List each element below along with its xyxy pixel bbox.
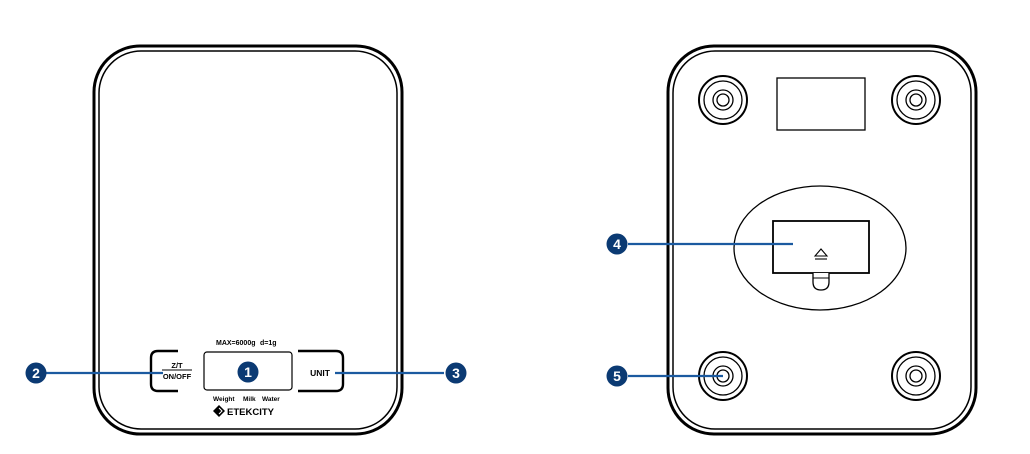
callout-4: 4 xyxy=(606,233,628,255)
foot-top-left xyxy=(698,75,748,125)
zt-onoff-button[interactable] xyxy=(149,349,178,393)
battery-cover[interactable] xyxy=(772,220,870,274)
label-plate xyxy=(776,77,866,131)
callout-1: 1 xyxy=(237,361,259,383)
onoff-label: ON/OFF xyxy=(163,372,192,381)
eject-arrow-icon xyxy=(813,248,829,257)
back-body-inner xyxy=(672,50,972,430)
brand-logo: ETEKCITY xyxy=(213,405,275,418)
callout-3: 3 xyxy=(445,362,467,384)
callout-5: 5 xyxy=(606,365,628,387)
callout-5-number: 5 xyxy=(613,368,621,384)
division-label: d=1g xyxy=(260,340,277,347)
callout-3-number: 3 xyxy=(452,365,460,381)
mode-milk-label: Milk xyxy=(243,396,256,403)
foot-top-right xyxy=(891,75,941,125)
battery-cover-tab[interactable] xyxy=(812,273,830,291)
brand-diamond-cut-icon xyxy=(218,407,223,415)
callouts: 1 2 3 4 5 xyxy=(25,233,793,387)
front-body-outer xyxy=(92,44,404,436)
callout-4-number: 4 xyxy=(613,236,621,252)
brand-name: ETEKCITY xyxy=(227,407,275,418)
max-capacity-label: MAX=6000g xyxy=(216,340,256,347)
zt-label: Z/T xyxy=(171,361,183,370)
brand-diamond-icon xyxy=(213,405,225,417)
callout-2-number: 2 xyxy=(32,365,40,381)
mode-weight-label: Weight xyxy=(213,396,235,403)
callout-1-number: 1 xyxy=(244,364,252,380)
unit-button[interactable] xyxy=(298,349,345,393)
callout-2: 2 xyxy=(25,362,47,384)
foot-bottom-right xyxy=(891,351,941,401)
front-body-inner xyxy=(98,50,398,430)
back-view xyxy=(666,44,978,436)
unit-label: UNIT xyxy=(310,368,331,378)
mode-water-label: Water xyxy=(262,396,280,403)
